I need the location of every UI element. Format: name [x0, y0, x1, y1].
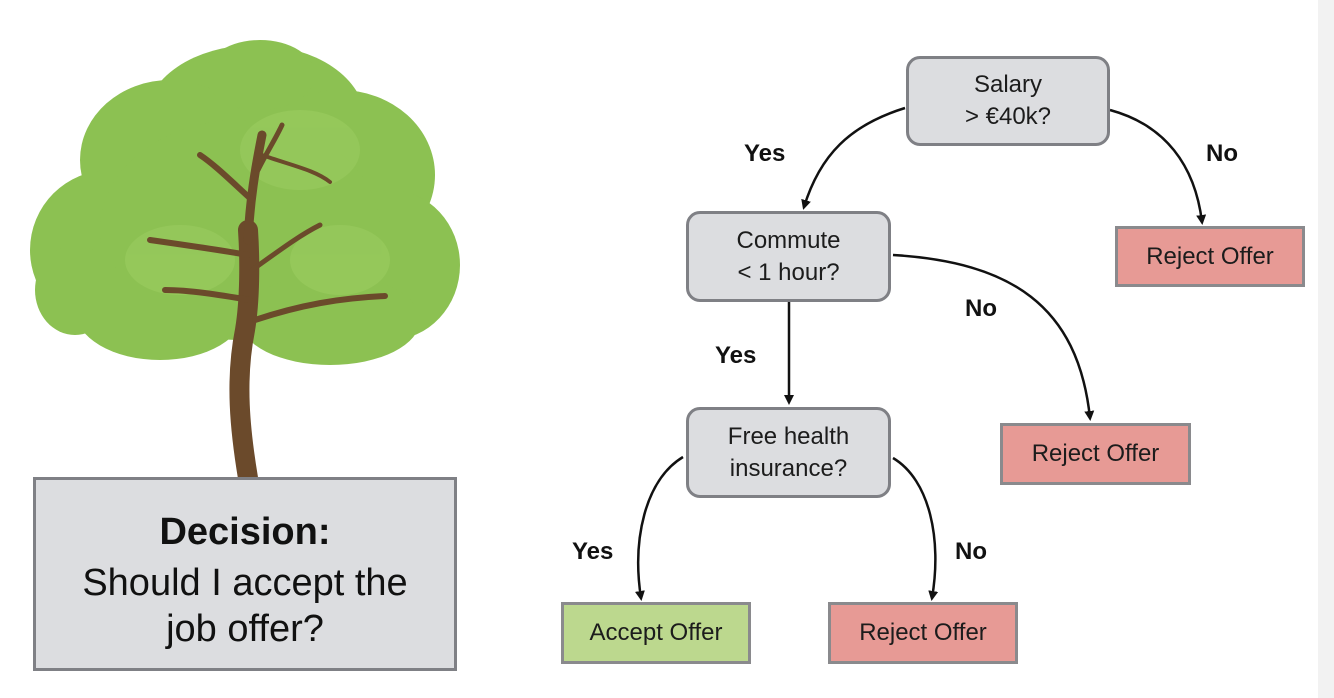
node-health-insurance: Free health insurance? — [686, 407, 891, 498]
edge-salary-no — [1109, 108, 1207, 225]
decision-question: Should I accept the job offer? — [82, 562, 408, 650]
node-health-line2: insurance? — [729, 454, 848, 482]
label-salary-yes: Yes — [744, 140, 786, 167]
edge-commute-no — [892, 253, 1095, 421]
edge-salary-yes — [801, 106, 906, 210]
node-health-line1: Free health — [727, 422, 850, 450]
label-commute-yes: Yes — [715, 342, 757, 369]
node-accept-offer: Accept Offer — [561, 602, 751, 664]
edge-health-no — [892, 456, 939, 601]
node-salary: Salary > €40k? — [906, 56, 1110, 146]
tree-illustration — [30, 40, 460, 480]
node-reject-health: Reject Offer — [828, 602, 1018, 664]
node-commute-line1: Commute — [736, 226, 841, 254]
label-health-yes: Yes — [572, 538, 614, 565]
label-health-no: No — [955, 538, 987, 565]
label-commute-no: No — [965, 295, 997, 322]
decision-box: Decision: Should I accept the job offer? — [33, 477, 457, 671]
node-commute: Commute < 1 hour? — [686, 211, 891, 302]
decision-title: Decision: — [159, 511, 331, 553]
page-edge-strip — [1318, 0, 1334, 698]
node-reject-salary: Reject Offer — [1115, 226, 1305, 287]
node-commute-line2: < 1 hour? — [737, 258, 840, 286]
node-reject-commute: Reject Offer — [1000, 423, 1191, 485]
edge-health-yes — [634, 455, 684, 601]
node-salary-line1: Salary — [973, 71, 1042, 98]
node-salary-line2: > €40k? — [964, 103, 1052, 130]
tree-trunk — [147, 122, 388, 480]
label-salary-no: No — [1206, 140, 1238, 167]
